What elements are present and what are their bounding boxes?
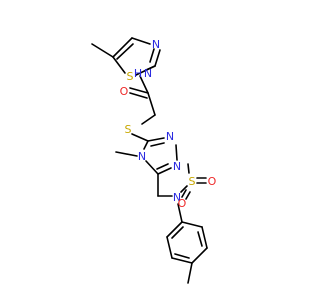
atom-s-sulfonyl: S — [189, 175, 196, 188]
atom-o-sulfonyl-1: O — [208, 175, 217, 188]
bond-ar-2 — [201, 226, 208, 249]
bond-ar-1 — [181, 221, 203, 228]
bond-ar-4-inner — [174, 253, 190, 259]
atom-h-amide: H — [134, 67, 142, 80]
bond-ar-6-inner — [171, 226, 184, 239]
atom-n-thiazole: N — [152, 38, 160, 51]
bond-n3-c2-inner — [149, 48, 155, 63]
bond-s1-c5 — [112, 56, 126, 74]
bond-n1-c5-inner — [156, 163, 169, 170]
bond-c3-n2-inner — [150, 142, 165, 147]
bond-n3-c2 — [154, 49, 161, 67]
bond-ar-2-inner — [197, 231, 203, 247]
atom-s-thiazole: S — [127, 70, 134, 83]
bond-s-methyl — [187, 163, 190, 174]
bond-ar-6 — [166, 221, 183, 238]
atom-labels: N S N H O S N N N N S O O — [120, 38, 217, 210]
atom-n-amide: N — [144, 67, 152, 80]
bond-ar-5 — [166, 236, 173, 259]
bond-n-s — [180, 185, 188, 193]
bond-c5-n4 — [145, 160, 159, 175]
bond-n4-methyl — [115, 151, 138, 157]
atom-o-carbonyl: O — [120, 85, 129, 98]
bond-nh-carbonyl — [139, 75, 149, 94]
bond-ar-4 — [171, 257, 193, 264]
atom-s-thioether: S — [125, 123, 132, 136]
bond-c4-n3 — [131, 37, 151, 45]
bond-co-double-2 — [129, 92, 148, 99]
bond-s-o2 — [181, 189, 187, 198]
bond-c2-nh — [145, 65, 156, 71]
atom-n-triazole-4: N — [138, 150, 146, 163]
bond-n-aryl — [177, 203, 183, 223]
bond-c5-c4 — [112, 37, 133, 58]
bond-ch2-s — [141, 114, 156, 125]
bond-s-o2-double — [185, 191, 191, 200]
bond-co-double-1 — [129, 87, 149, 94]
bond-n4-c3 — [143, 140, 149, 150]
bond-carbonyl-ch2 — [147, 92, 156, 116]
bond-c3-n2 — [147, 137, 165, 142]
atom-o-sulfonyl-2: O — [178, 197, 187, 210]
molecule-structure-diagram: N S N H O S N N N N S O O — [0, 0, 300, 300]
background — [0, 0, 300, 300]
bond-c5-c4-inner — [116, 43, 134, 60]
atom-n-sulfonamide: N — [173, 191, 181, 204]
bonds — [91, 37, 208, 284]
bond-n2-n1 — [175, 144, 178, 161]
bond-n1-c5 — [157, 167, 172, 175]
bond-s-triazole — [131, 133, 149, 142]
bond-methyl-thiazole — [91, 43, 114, 58]
atom-n-triazole-2: N — [166, 130, 174, 143]
bond-ar-methyl — [187, 262, 193, 284]
atom-n-triazole-1: N — [173, 160, 181, 173]
bond-ar-3 — [191, 247, 208, 264]
